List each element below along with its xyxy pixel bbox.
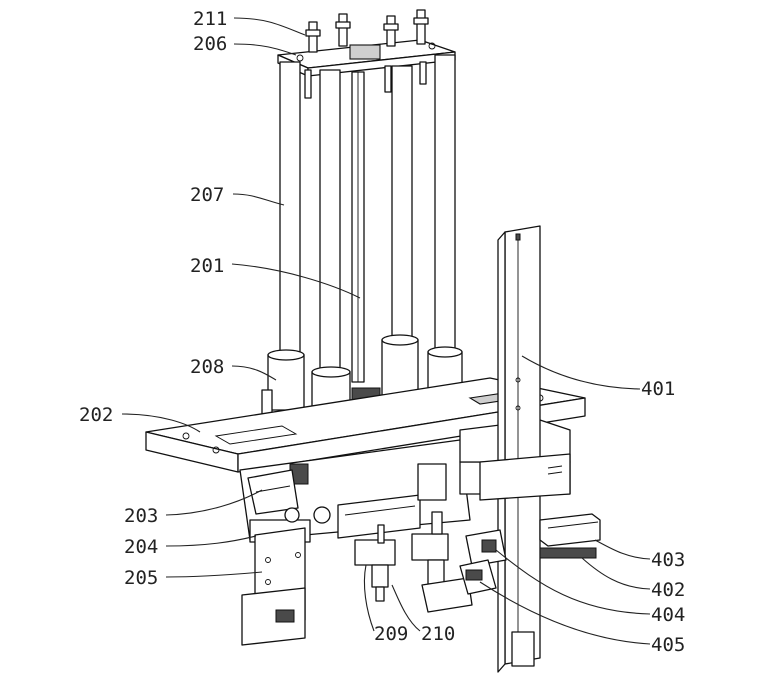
guide-columns-207	[279, 54, 456, 371]
label-205: 205	[124, 567, 158, 589]
label-208: 208	[190, 356, 224, 378]
label-405: 405	[651, 634, 685, 656]
screw-rod-201	[351, 71, 365, 383]
plate-402	[539, 547, 597, 559]
nozzle-210	[411, 511, 473, 613]
label-207: 207	[190, 184, 224, 206]
label-206: 206	[193, 33, 227, 55]
fittings-211	[305, 9, 429, 53]
label-403: 403	[651, 549, 685, 571]
leg-205	[241, 527, 306, 646]
label-402: 402	[651, 579, 685, 601]
vertical-rail-401	[479, 225, 571, 673]
hanging-pins	[304, 61, 427, 99]
label-211: 211	[193, 8, 227, 30]
callout-labels: 211 206 207 201 208 202 203 204 205 209 …	[79, 8, 685, 656]
leader-lines	[121, 17, 651, 645]
label-404: 404	[651, 604, 685, 626]
nozzle-209	[354, 524, 396, 602]
bracket-203	[247, 469, 299, 515]
label-401: 401	[641, 378, 675, 400]
label-201: 201	[190, 255, 224, 277]
label-202: 202	[79, 404, 113, 426]
side-block-403	[539, 513, 601, 547]
label-204: 204	[124, 536, 158, 558]
label-210: 210	[421, 623, 455, 645]
label-203: 203	[124, 505, 158, 527]
clamp-404	[465, 529, 507, 567]
clamp-405	[459, 559, 497, 595]
label-209: 209	[374, 623, 408, 645]
